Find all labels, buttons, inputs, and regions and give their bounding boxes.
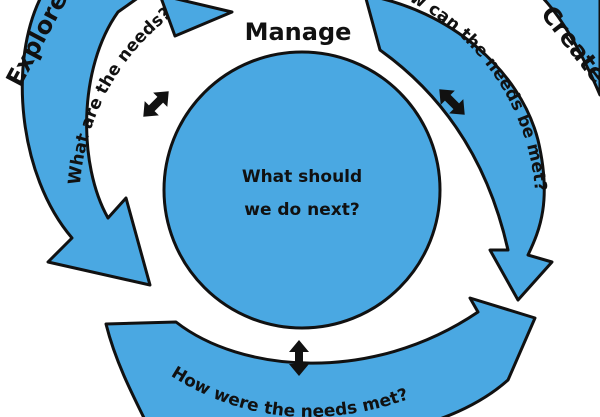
center-circle <box>162 50 442 330</box>
double-arrow-icon <box>439 89 465 115</box>
stage-label-manage: Manage <box>245 18 352 46</box>
arc-band-left <box>20 0 152 287</box>
double-arrow-icon <box>289 340 309 376</box>
arc-arrowhead-left <box>160 0 234 38</box>
center-text-line1: What should <box>242 167 362 187</box>
arc-band-right <box>364 0 554 302</box>
arc-band-bottom <box>104 296 537 417</box>
double-arrow-icon <box>143 91 169 117</box>
center-text-line2: we do next? <box>244 200 360 220</box>
